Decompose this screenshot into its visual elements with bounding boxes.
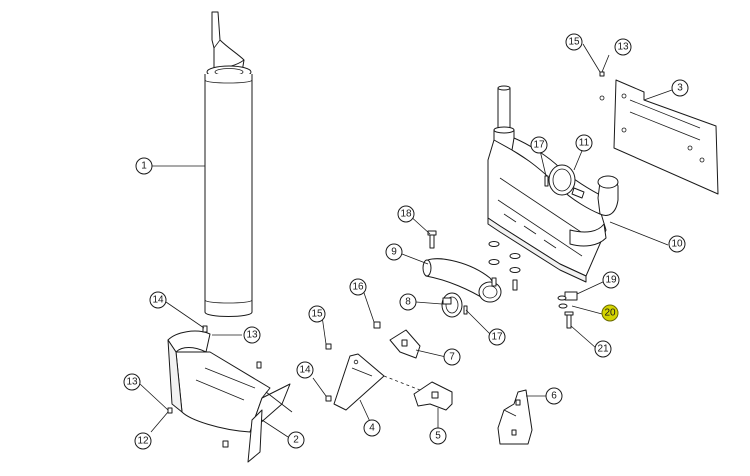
callout-14-left: 14 (149, 291, 167, 309)
callout-label: 13 (126, 377, 138, 388)
callout-label: 11 (579, 138, 590, 149)
callout-label: 3 (677, 83, 683, 94)
part-3-plate (613, 79, 719, 195)
callout-label: 12 (137, 436, 149, 447)
callout-16: 16 (349, 278, 367, 296)
callout-label: 10 (671, 239, 683, 250)
callout-14-mid: 14 (296, 361, 314, 379)
callout-label: 13 (246, 330, 258, 341)
callout-label: 17 (533, 140, 545, 151)
callout-label: 2 (293, 435, 299, 446)
part-7-small-bracket (389, 329, 421, 359)
callout-17-mid: 17 (488, 328, 506, 346)
callout-7: 7 (443, 348, 461, 366)
part-9-elbow-pipe (422, 258, 502, 303)
callout-13-mid: 13 (243, 326, 261, 344)
callout-17-top: 17 (530, 136, 548, 154)
callout-label: 5 (435, 431, 441, 442)
part-1-exhaust-stack (204, 11, 253, 317)
callout-13-top: 13 (614, 38, 632, 56)
callout-19: 19 (602, 271, 620, 289)
callout-label: 7 (449, 352, 455, 363)
callout-12: 12 (134, 432, 152, 450)
callout-6: 6 (545, 387, 563, 405)
callout-5: 5 (429, 427, 447, 445)
callout-label: 4 (369, 423, 375, 434)
callout-label: 15 (311, 309, 323, 320)
callout-label: 16 (352, 282, 364, 293)
callout-21: 21 (594, 340, 612, 358)
callout-20: 20 (601, 304, 619, 322)
callout-label: 19 (605, 275, 617, 286)
callout-label: 13 (617, 42, 629, 53)
part-4-triangle-bracket (333, 353, 421, 411)
callouts: 1 2 3 4 5 6 7 8 9 10 11 12 13 13 13 14 1… (123, 33, 689, 450)
part-11-clamp (548, 164, 585, 199)
fasteners (167, 71, 605, 414)
callout-label: 14 (152, 295, 164, 306)
callout-4: 4 (363, 419, 381, 437)
callout-11: 11 (575, 134, 593, 152)
callout-label: 1 (141, 161, 147, 172)
callout-18: 18 (397, 205, 415, 223)
part-5-mount-bracket (413, 381, 453, 411)
callout-15-mid: 15 (308, 305, 326, 323)
callout-10: 10 (668, 235, 686, 253)
part-8-clamp (441, 292, 463, 318)
callout-1: 1 (135, 157, 153, 175)
callout-label: 6 (551, 391, 557, 402)
callout-label: 15 (568, 37, 580, 48)
leader-lines (139, 43, 673, 438)
callout-2: 2 (287, 431, 305, 449)
callout-13-left: 13 (123, 373, 141, 391)
callout-15-top: 15 (565, 33, 583, 51)
callout-label: 8 (405, 297, 411, 308)
callout-label: 20 (604, 308, 616, 319)
part-2-shield-bracket (167, 330, 293, 463)
callout-label: 21 (597, 344, 609, 355)
callout-8: 8 (399, 293, 417, 311)
callout-label: 17 (491, 332, 503, 343)
callout-3: 3 (671, 79, 689, 97)
callout-9: 9 (385, 243, 403, 261)
callout-label: 14 (299, 365, 311, 376)
callout-label: 18 (400, 209, 412, 220)
callout-label: 9 (391, 247, 397, 258)
part-6-hook-bracket (497, 389, 533, 445)
